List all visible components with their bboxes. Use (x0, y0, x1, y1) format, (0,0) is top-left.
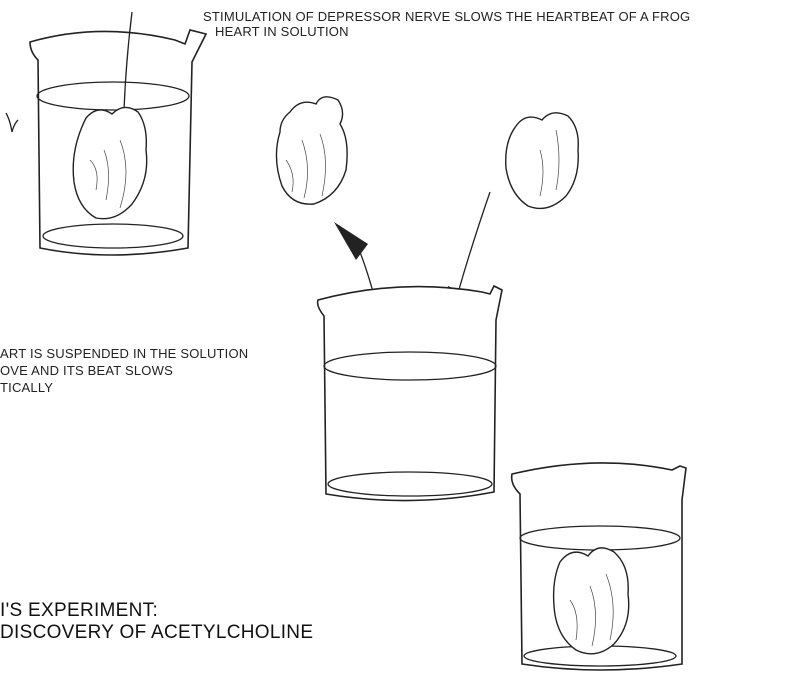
top-caption-line2: HEART IN SOLUTION (215, 25, 349, 39)
middle-caption-line2: OVE AND ITS BEAT SLOWS (0, 364, 173, 378)
heart-removed (276, 97, 347, 204)
top-caption-line1: STIMULATION OF DEPRESSOR NERVE SLOWS THE… (203, 10, 690, 24)
heart-inserted (506, 113, 579, 209)
beaker-with-nerve-heart (30, 12, 206, 255)
middle-caption-line3: TICALLY (0, 381, 53, 395)
diagram-title-line1: I'S EXPERIMENT: (0, 600, 158, 621)
cropped-arrow-left (6, 113, 18, 132)
heart-slowed (554, 548, 629, 654)
beaker-second-heart (512, 463, 686, 670)
middle-caption-line1: ART IS SUSPENDED IN THE SOLUTION (0, 347, 248, 361)
beaker-solution-transfer (318, 286, 502, 501)
diagram-title-line2: DISCOVERY OF ACETYLCHOLINE (0, 622, 313, 643)
